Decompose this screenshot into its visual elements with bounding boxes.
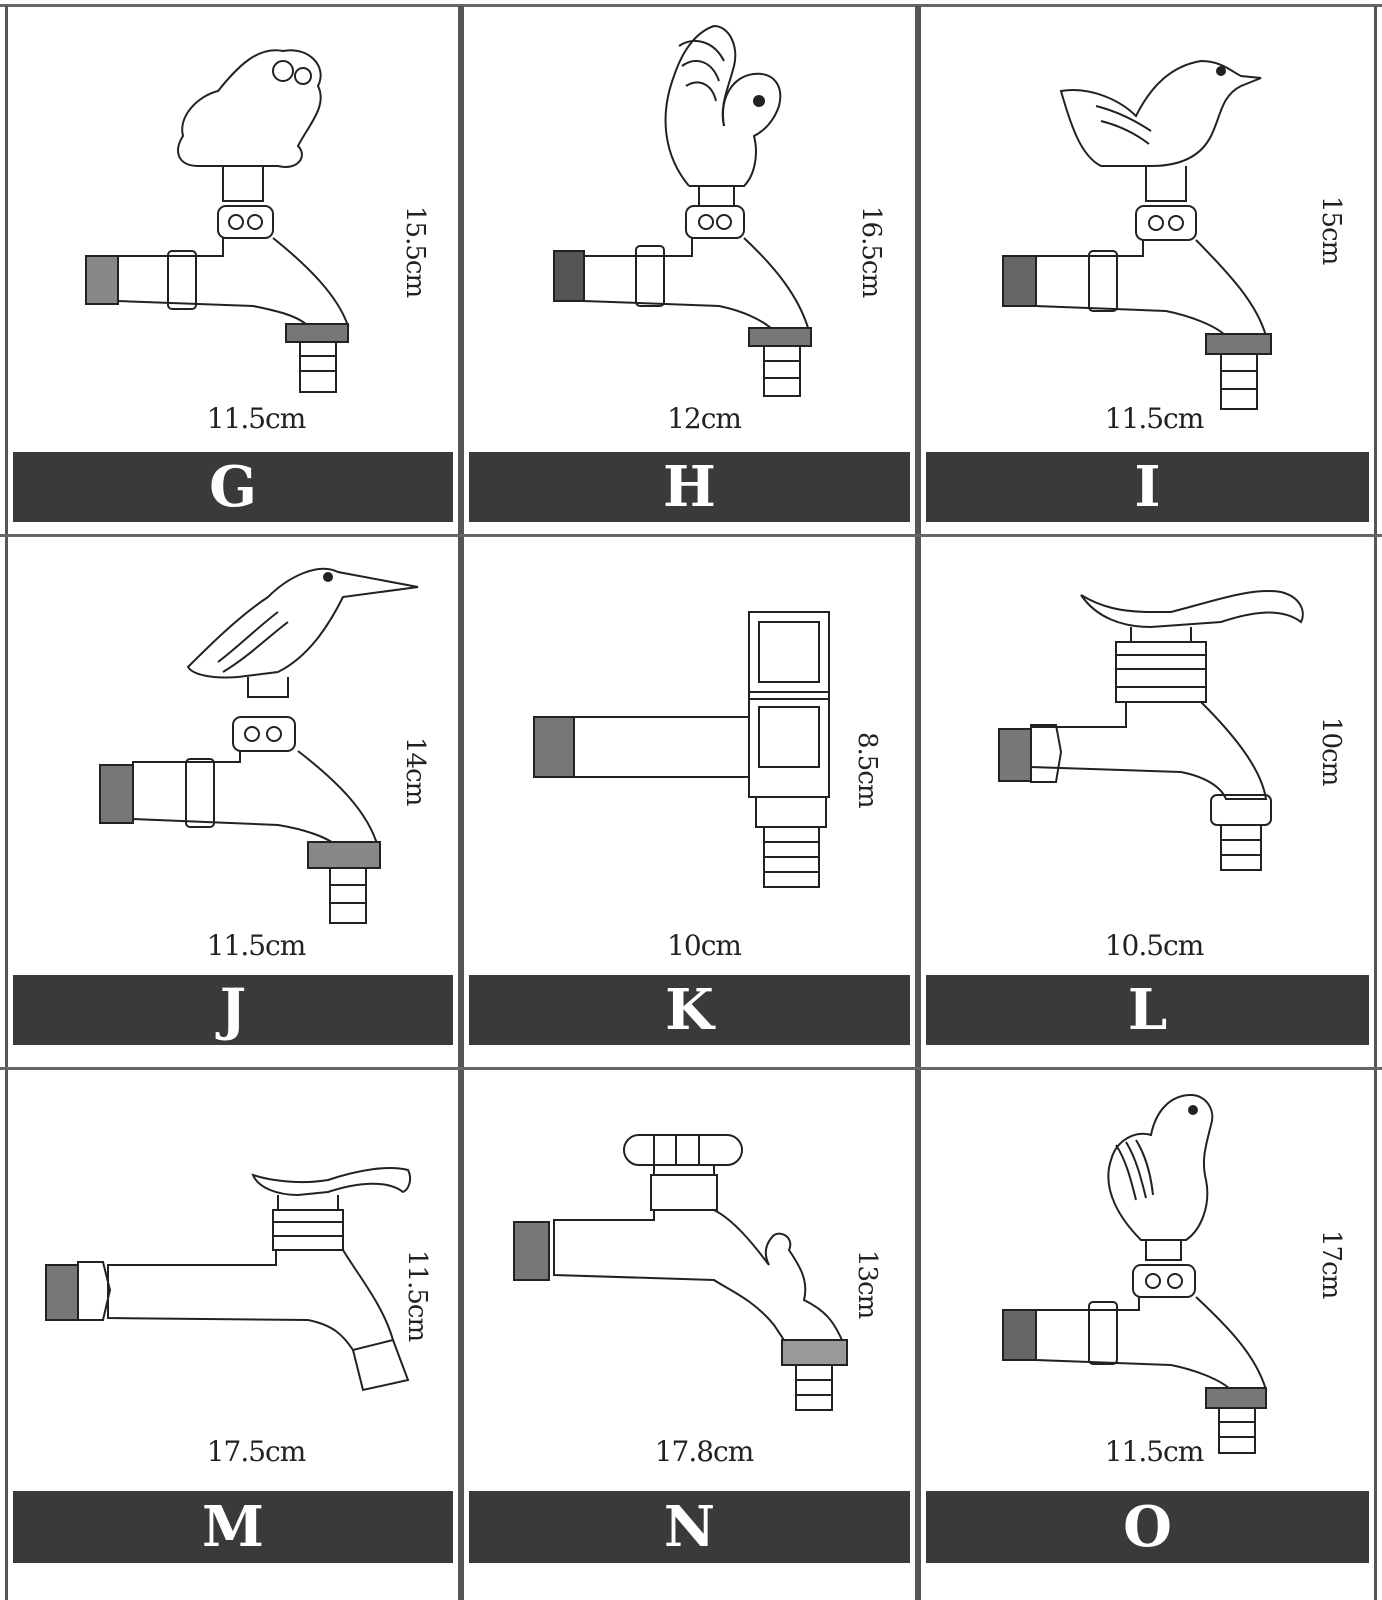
product-cell-i[interactable]: 11.5cm 15cm I <box>918 6 1377 534</box>
product-cell-l[interactable]: 10.5cm 10cm L <box>918 537 1377 1067</box>
width-label: 11.5cm <box>206 929 307 962</box>
width-label: 11.5cm <box>1104 402 1205 435</box>
width-label: 11.5cm <box>206 402 307 435</box>
variant-letter-bar: K <box>469 975 910 1045</box>
height-label: 10cm <box>1316 717 1346 786</box>
width-label: 17.8cm <box>654 1435 755 1468</box>
row-divider <box>0 1067 1382 1070</box>
product-cell-o[interactable]: 11.5cm 17cm O <box>918 1070 1377 1600</box>
width-label: 11.5cm <box>1104 1435 1205 1468</box>
duck-faucet-icon <box>1002 59 1272 410</box>
variant-letter-bar: H <box>469 452 910 522</box>
height-label: 15cm <box>1316 196 1346 265</box>
product-cell-n[interactable]: 17.8cm 13cm N <box>461 1070 918 1600</box>
variant-letter-bar: L <box>926 975 1369 1045</box>
product-cell-g[interactable]: 11.5cm 15.5cm G <box>5 6 461 534</box>
product-cell-m[interactable]: 17.5cm 11.5cm M <box>5 1070 461 1600</box>
product-cell-h[interactable]: 12cm 16.5cm H <box>461 6 918 534</box>
height-label: 8.5cm <box>852 732 882 808</box>
squirrel-faucet-icon <box>553 24 812 397</box>
dog-faucet-icon <box>513 1134 848 1411</box>
top-divider <box>0 4 1382 7</box>
height-label: 14cm <box>400 737 430 806</box>
variant-letter-bar: I <box>926 452 1369 522</box>
height-label: 11.5cm <box>402 1250 432 1342</box>
width-label: 10cm <box>667 929 742 962</box>
variant-letter-bar: O <box>926 1491 1369 1563</box>
variant-letter-bar: J <box>13 975 453 1045</box>
height-label: 16.5cm <box>856 206 886 298</box>
variant-letter-bar: M <box>13 1491 453 1563</box>
height-label: 13cm <box>852 1250 882 1319</box>
variant-letter-bar: G <box>13 452 453 522</box>
square-handle-faucet-icon <box>533 611 830 888</box>
width-label: 17.5cm <box>206 1435 307 1468</box>
row-divider <box>0 534 1382 537</box>
variant-letter-bar: N <box>469 1491 910 1563</box>
width-label: 12cm <box>667 402 742 435</box>
height-label: 17cm <box>1316 1230 1346 1299</box>
frog-faucet-icon <box>85 49 350 393</box>
kingfisher-faucet-icon <box>99 567 419 924</box>
product-cell-j[interactable]: 11.5cm 14cm J <box>5 537 461 1067</box>
height-label: 15.5cm <box>400 206 430 298</box>
lever-faucet-icon <box>998 590 1304 871</box>
width-label: 10.5cm <box>1104 929 1205 962</box>
rooster-faucet-icon <box>1002 1093 1268 1454</box>
long-lever-faucet-icon <box>45 1167 412 1392</box>
product-cell-k[interactable]: 10cm 8.5cm K <box>461 537 918 1067</box>
